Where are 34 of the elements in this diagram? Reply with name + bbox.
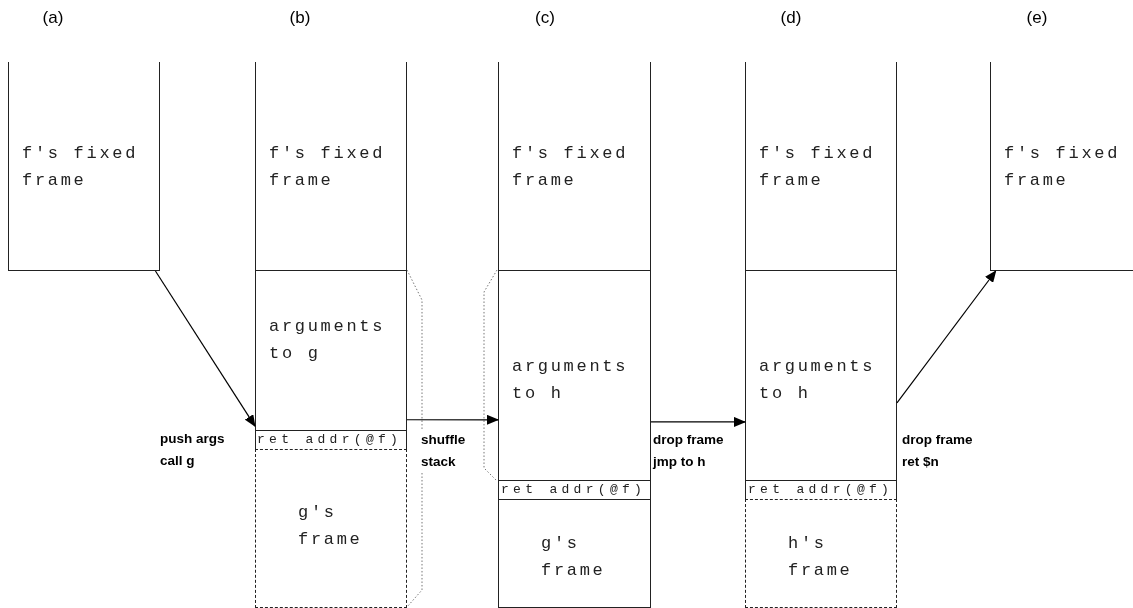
frame-text: ret addr(@f) [501,481,647,498]
frame-text: g's frame [298,502,364,551]
stack-frame-box [255,449,407,608]
arrow [154,270,256,427]
stack-frame-box [8,62,160,271]
stack-frame-box [745,62,897,271]
frame-text: f's fixed frame [512,143,630,192]
stack-frame-box [990,62,1133,271]
panel-label: (b) [288,8,312,28]
frame-text: arguments to h [759,356,877,405]
stack-frame-box [498,62,651,271]
frame-text: g's frame [541,533,607,582]
frame-text: ret addr(@f) [257,431,403,448]
frame-text: f's fixed frame [759,143,877,192]
stack-frame-box [498,499,651,608]
stack-frame-box [745,499,897,608]
frame-text: arguments to g [269,316,387,365]
frame-text: arguments to h [512,356,630,405]
frame-text: h's frame [788,533,854,582]
panel-label: (e) [1025,8,1049,28]
stack-frame-box [255,62,407,271]
frame-text: f's fixed frame [1004,143,1122,192]
stack-frame-box [255,270,407,431]
arrow [650,416,746,427]
arrow [406,414,499,425]
stack-frame-box [498,270,651,481]
frame-text: ret addr(@f) [748,481,894,498]
panel-label: (c) [534,8,556,28]
panel-label: (a) [41,8,65,28]
frame-text: f's fixed frame [22,143,140,192]
panel-label: (d) [779,8,803,28]
arrow [896,270,997,404]
stack-frame-box [745,270,897,481]
frame-text: f's fixed frame [269,143,387,192]
